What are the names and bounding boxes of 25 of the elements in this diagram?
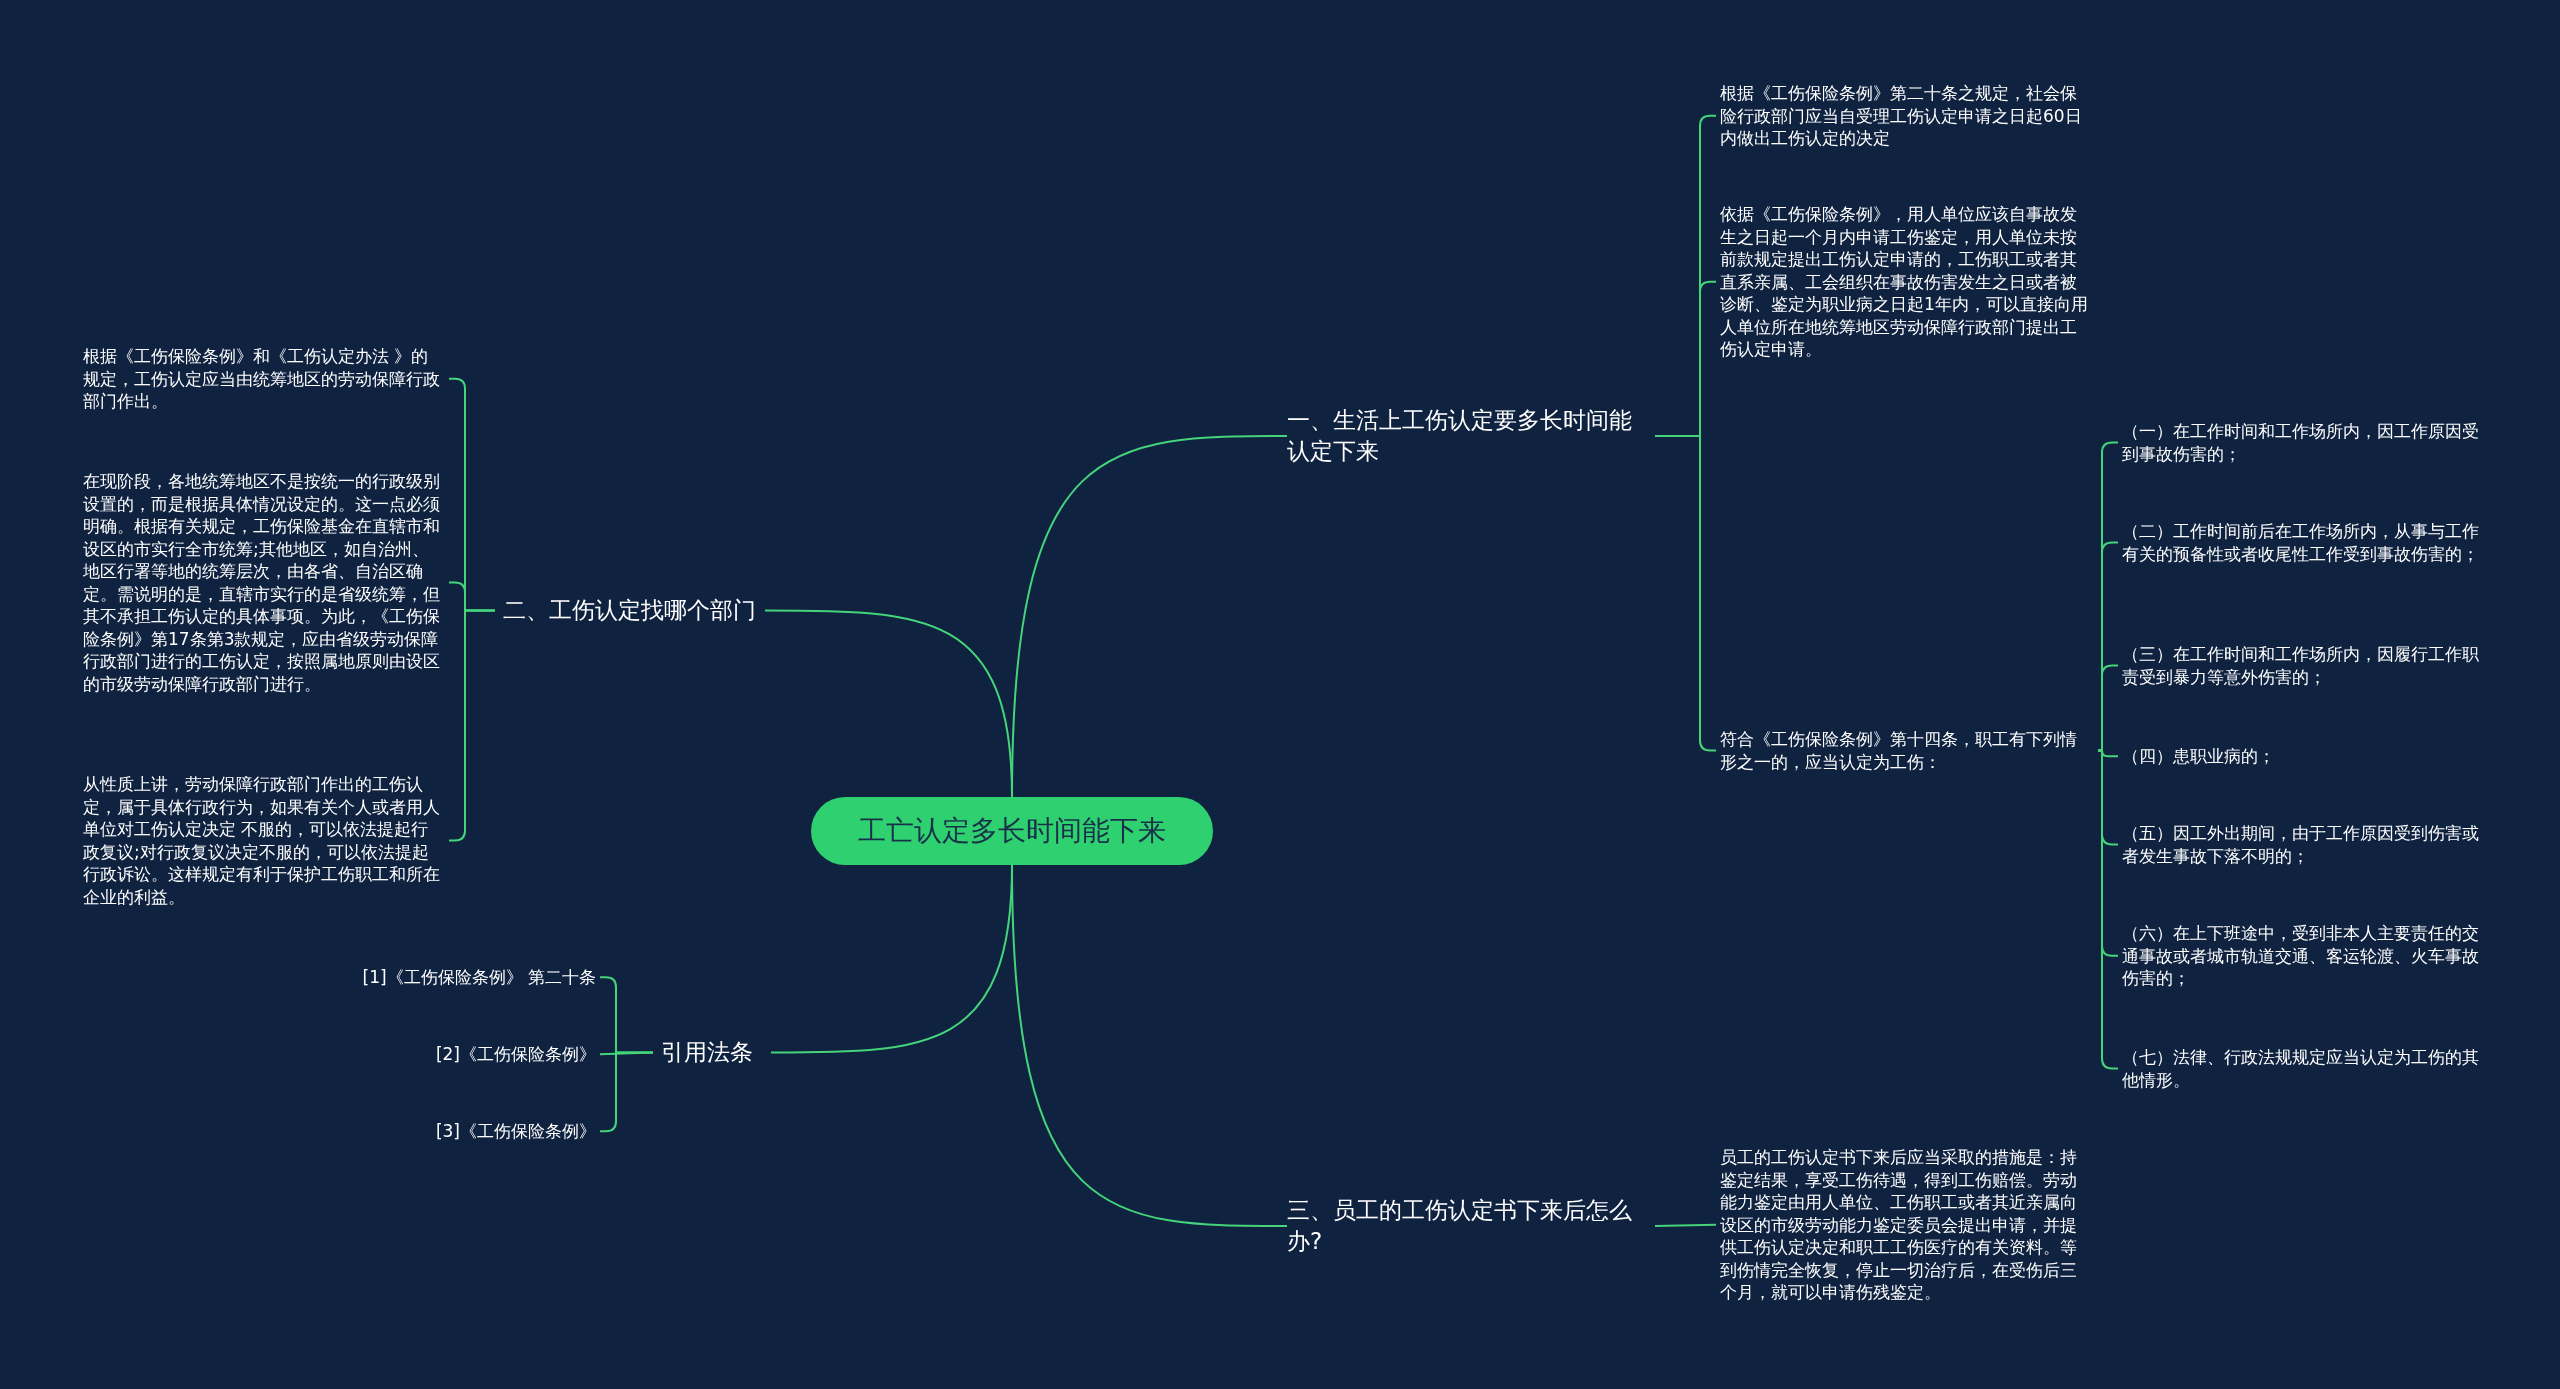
connector-line	[764, 609, 1013, 798]
connector-line	[770, 864, 1013, 1054]
subtopic-text: 根据《工伤保险条例》第二十条之规定，社会保险行政部门应当自受理工伤认定申请之日起60日内做出工伤认定的决定	[1720, 82, 2090, 150]
subtopic-text: [1]《工伤保险条例》 第二十条	[300, 966, 596, 989]
subtopic-text: （七）法律、行政法规规定应当认定为工伤的其他情形。	[2122, 1046, 2492, 1091]
subtopic-text: （二）工作时间前后在工作场所内，从事与工作有关的预备性或者收尾性工作受到事故伤害的；	[2122, 520, 2492, 565]
subtopic-text: [2]《工伤保险条例》	[300, 1043, 596, 1066]
subtopic-text: 员工的工伤认定书下来后应当采取的措施是：持鉴定结果，享受工伤待遇，得到工伤赔偿。劳动能力鉴定由用人单位、工伤职工或者其近亲属向设区的市级劳动能力鉴定委员会提出申请，并提供工伤认定决定和职工工伤医疗的有关资料。等到伤情完全恢复，停止一切治疗后，在受伤后三个月，就可以申请伤残鉴定。	[1720, 1146, 2090, 1304]
branch-topic: 一、生活上工伤认定要多长时间能认定下来	[1287, 405, 1647, 467]
central-topic-pill: 工亡认定多长时间能下来	[811, 797, 1213, 865]
subtopic-text: （一）在工作时间和工作场所内，因工作原因受到事故伤害的；	[2122, 420, 2492, 465]
branch-topic: 二、工伤认定找哪个部门	[503, 595, 765, 626]
subtopic-text: （三）在工作时间和工作场所内，因履行工作职责受到暴力等意外伤害的；	[2122, 643, 2492, 688]
subtopic-text: 根据《工伤保险条例》和《工伤认定办法 》的规定，工伤认定应当由统筹地区的劳动保障行政部门作出。	[83, 345, 445, 413]
subtopic-text: [3]《工伤保险条例》	[300, 1120, 596, 1143]
subtopic-text: （四）患职业病的；	[2122, 745, 2492, 768]
connector-line	[1654, 1223, 1717, 1227]
subtopic-text: 在现阶段，各地统筹地区不是按统一的行政级别设置的，而是根据具体情况设定的。这一点必须明确。根据有关规定，工伤保险基金在直辖市和设区的市实行全市统筹;其他地区，如自治州、地区行署等地的统筹层次，由各省、自治区确定。需说明的是，直辖市实行的是省级统筹，但其不承担工伤认定的具体事项。为此，《工伤保险条例》第17条第3款规定，应由省级劳动保障行政部门进行的工伤认定，按照属地原则由设区的市级劳动保障行政部门进行。	[83, 470, 445, 695]
subtopic-text: 从性质上讲，劳动保障行政部门作出的工伤认定，属于具体行政行为，如果有关个人或者用人单位对工伤认定决定 不服的，可以依法提起行政复议;对行政复议决定不服的，可以依法提起行政诉讼。这样规定有利于保护工伤职工和所在企业的利益。	[83, 773, 445, 908]
branch-topic: 三、员工的工伤认定书下来后怎么办?	[1287, 1195, 1647, 1257]
subtopic-text: （六）在上下班途中，受到非本人主要责任的交通事故或者城市轨道交通、客运轮渡、火车事故伤害的；	[2122, 922, 2492, 990]
branch-topic: 引用法条	[661, 1037, 771, 1068]
subtopic-text: （五）因工外出期间，由于工作原因受到伤害或者发生事故下落不明的；	[2122, 822, 2492, 867]
subtopic-text: 依据《工伤保险条例》，用人单位应该自事故发生之日起一个月内申请工伤鉴定，用人单位未按前款规定提出工伤认定申请的，工伤职工或者其直系亲属、工会组织在事故伤害发生之日或者被诊断、鉴定为职业病之日起1年内，可以直接向用人单位所在地统筹地区劳动保障行政部门提出工伤认定申请。	[1720, 203, 2090, 361]
subtopic-text: 符合《工伤保险条例》第十四条，职工有下列情形之一的，应当认定为工伤：	[1720, 728, 2090, 773]
